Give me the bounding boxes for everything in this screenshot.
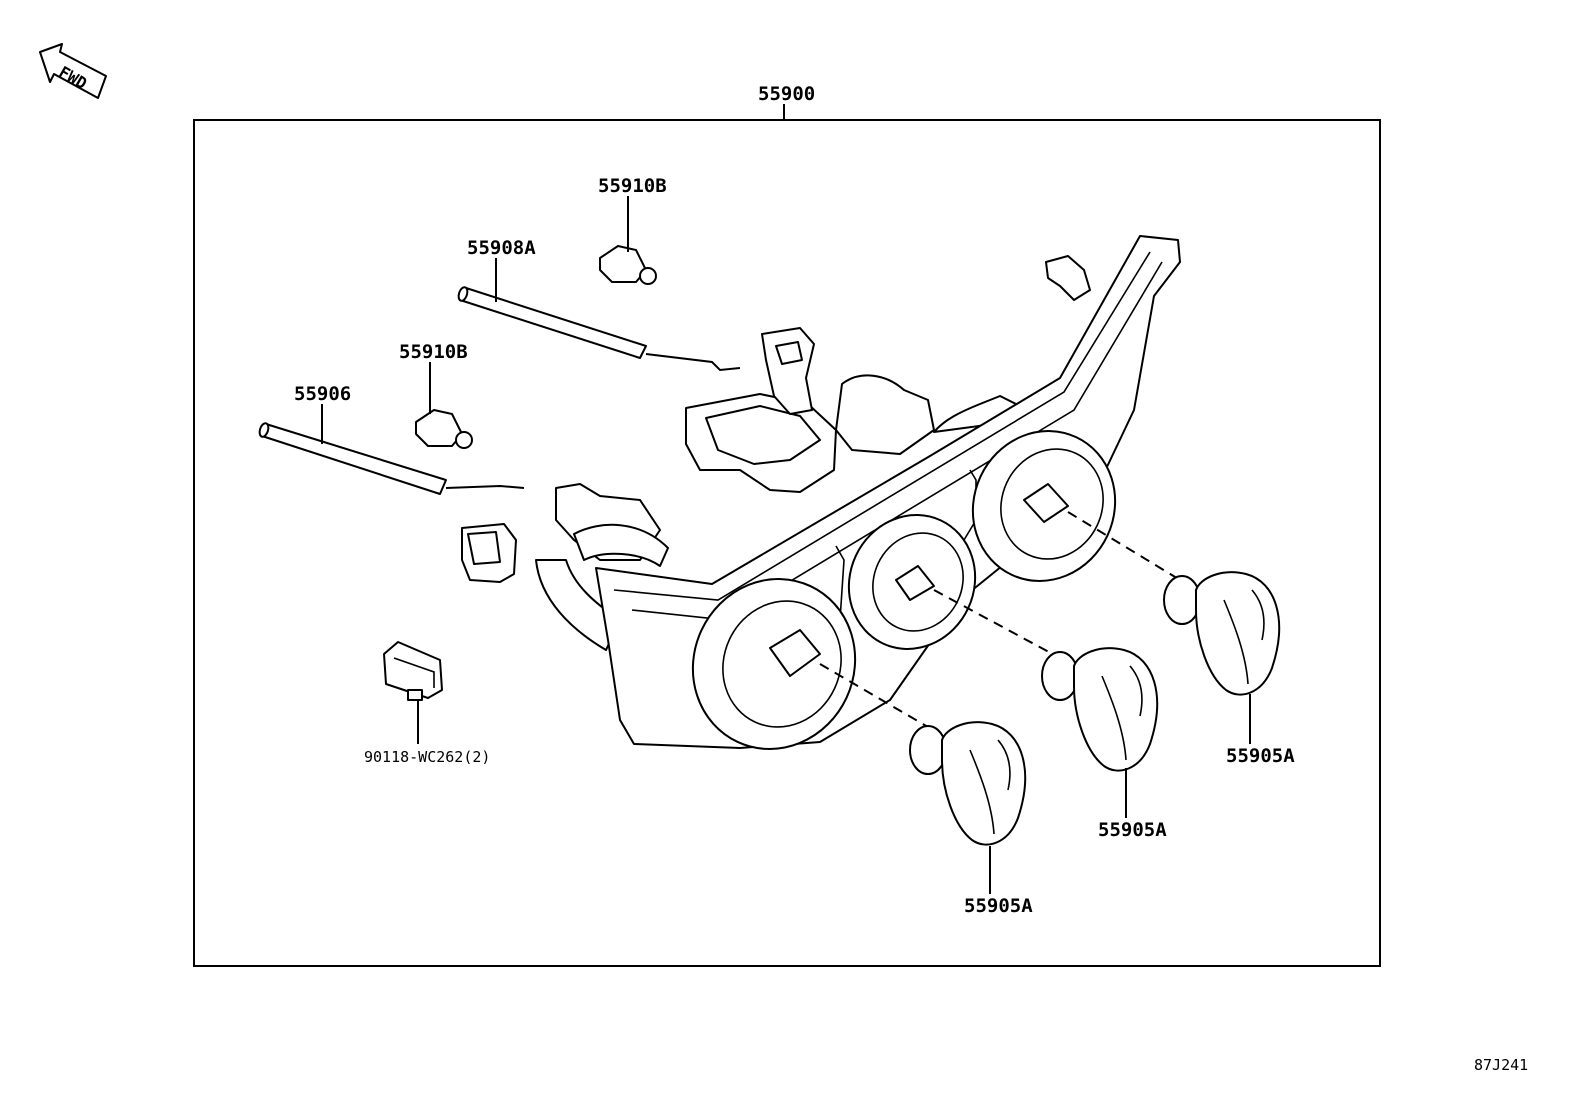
dial-left xyxy=(691,578,857,750)
bulb-lower-icon xyxy=(415,409,473,449)
knob-left-label: 55905A xyxy=(964,895,1033,917)
knob-right-guide xyxy=(1067,511,1191,587)
assembly-frame xyxy=(193,119,1381,967)
cable-lower xyxy=(258,422,525,495)
knob-left-guide xyxy=(819,663,941,735)
dial-right xyxy=(971,430,1117,582)
dial-middle xyxy=(847,514,977,650)
bulb-upper-icon xyxy=(599,245,657,285)
clip-label: 90118-WC262(2) xyxy=(364,748,490,766)
bulb-upper-label: 55910B xyxy=(598,175,667,197)
cable-lower-label: 55906 xyxy=(294,383,351,405)
bulb-lower-label: 55910B xyxy=(399,341,468,363)
knob-middle-label: 55905A xyxy=(1098,819,1167,841)
knob-right-label: 55905A xyxy=(1226,745,1295,767)
knob-middle-guide xyxy=(933,589,1061,659)
fwd-arrow-icon: FWD xyxy=(39,43,107,99)
knob-left xyxy=(909,721,1027,846)
figure-code: 87J241 xyxy=(1474,1056,1528,1074)
assembly-label: 55900 xyxy=(758,83,815,105)
cable-upper xyxy=(457,286,741,372)
control-panel-body xyxy=(461,235,1181,750)
knob-right xyxy=(1163,571,1281,696)
clip-icon xyxy=(383,641,443,701)
knob-middle xyxy=(1041,647,1159,772)
cable-upper-label: 55908A xyxy=(467,237,536,259)
